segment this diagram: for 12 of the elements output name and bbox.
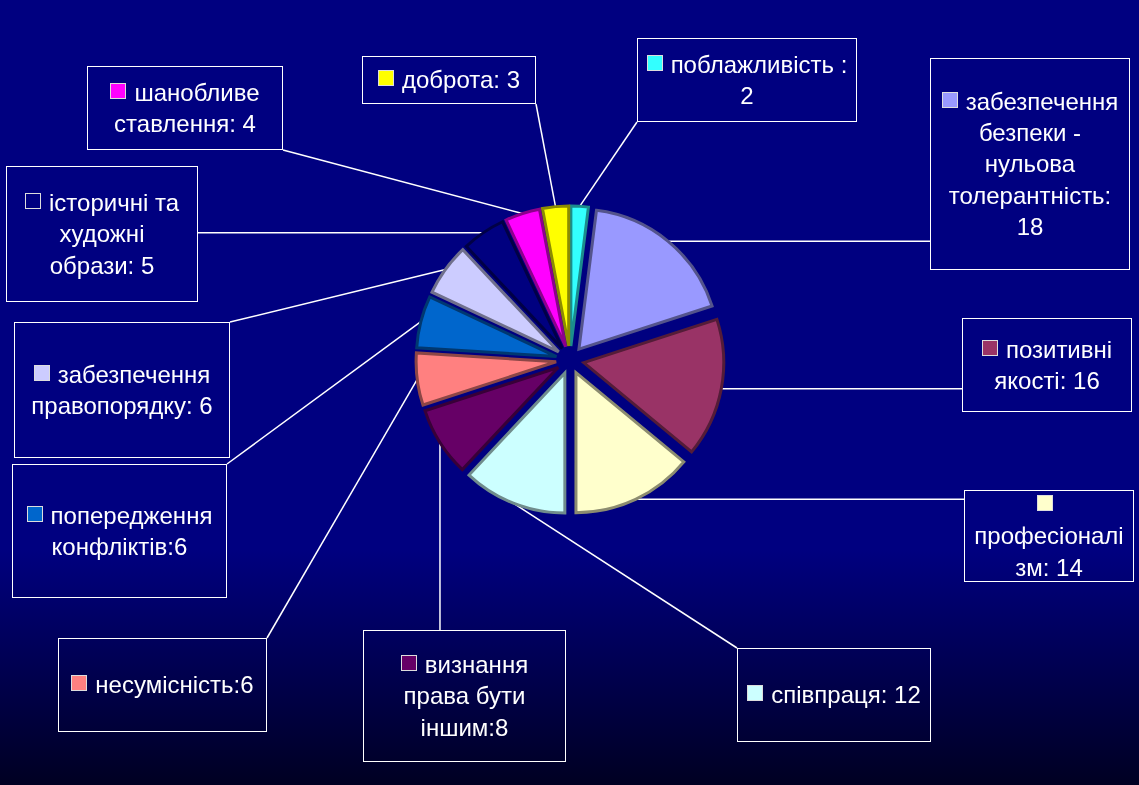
label-text: забезпечення правопорядку: 6 [31,360,213,419]
label-text: історичні та художні образи: 5 [49,189,179,279]
label-text: попередження конфліктів:6 [50,501,213,560]
label-text: співпраця: 12 [771,681,921,709]
label-text: поблажливість : 2 [670,50,848,109]
label-text: визнання права бути іншим:8 [403,651,529,741]
label-text: шанобливе ставлення: 4 [114,78,260,137]
label-text: позитивні якості: 16 [994,335,1113,394]
label-text: доброта: 3 [402,66,520,94]
label-text: несумісність:6 [95,671,254,699]
label-text: професіоналізм: 14 [974,522,1124,581]
label-text: забезпечення безпеки - нульова толерантність: 18 [948,88,1119,240]
